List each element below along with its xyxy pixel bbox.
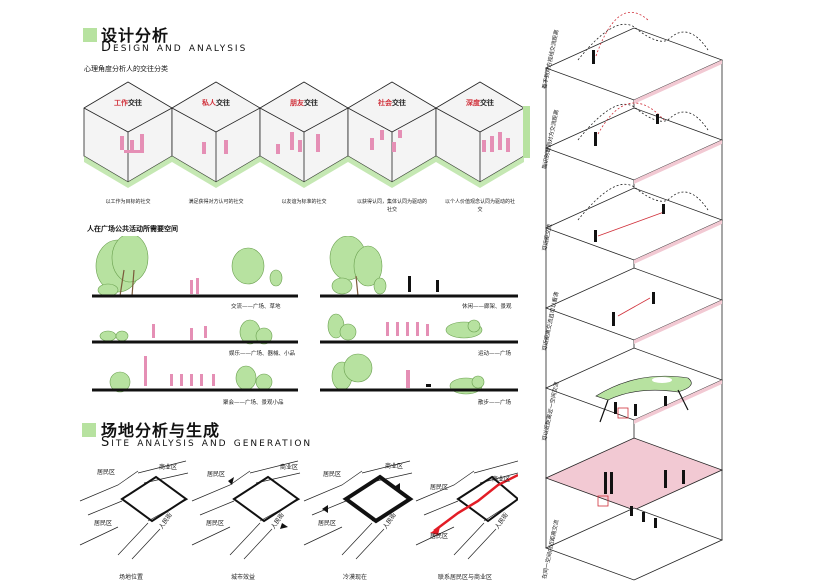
hex-caption-work: 以工作为目标的社交 (105, 199, 151, 205)
design-title-cn: 设计分析 (101, 26, 170, 45)
hex-caption-private: 满足获得对方认可的社交 (188, 199, 244, 205)
label-residential: 居民区 (318, 520, 337, 527)
design-subtitle: 心理角度分析人的交往分类 (84, 65, 168, 73)
hex-unit (83, 81, 173, 188)
hex-label-friend: 朋友交往 (290, 99, 318, 107)
hex-caption-friend: 以友谊为标准的社交 (281, 199, 327, 205)
activity-caption-exchange: 交流——广场、草地 (231, 304, 281, 310)
activity-title: 人在广场公共活动所需要空间 (87, 225, 178, 233)
label-commercial: 商业区 (385, 463, 404, 470)
section-marker (83, 28, 97, 42)
site-caption-indifference: 冷漠现在 (342, 574, 367, 581)
label-residential: 居民区 (430, 484, 449, 491)
hex-caption-deep: 以个人价值观念认同为驱动的社交 (445, 199, 516, 213)
activity-caption-leisure: 休闲——廊架、景观 (462, 304, 512, 310)
label-residential: 居民区 (207, 471, 226, 478)
site-title-en: Site analysis and generation (101, 435, 313, 450)
hex-unit (347, 81, 437, 188)
label-residential: 居民区 (430, 533, 449, 540)
activity-caption-gathering: 聚会——广场、景观小品 (223, 400, 284, 406)
interaction-stack (544, 11, 724, 581)
site-caption-connect: 联系居民区与商业区 (437, 574, 492, 581)
activity-scenes (92, 236, 518, 395)
hex-unit (435, 81, 525, 188)
label-commercial: 商业区 (492, 476, 511, 483)
site-plans (79, 460, 518, 560)
label-residential: 居民区 (323, 471, 342, 478)
hex-label-private: 私人交往 (202, 99, 230, 107)
activity-caption-walk: 散步——广场 (478, 400, 512, 406)
site-caption-benefit: 城市效益 (230, 574, 255, 581)
hex-unit (259, 81, 349, 188)
hex-label-work: 工作交往 (114, 99, 142, 107)
label-residential: 居民区 (94, 520, 113, 527)
label-residential: 居民区 (97, 469, 116, 476)
site-caption-location: 场地位置 (118, 574, 143, 581)
hexagon-row (83, 81, 530, 188)
section-marker (82, 423, 96, 437)
label-residential: 居民区 (206, 520, 225, 527)
hex-caption-social: 以获得认同，集体认同为驱动的社交 (357, 199, 428, 213)
site-title-cn: 场地分析与生成 (101, 421, 221, 440)
label-commercial: 商业区 (159, 464, 178, 471)
hex-label-social: 社会交往 (378, 99, 406, 107)
label-commercial: 商业区 (280, 464, 299, 471)
design-title-en: Design and analysis (101, 40, 248, 55)
activity-caption-entertainment: 娱乐——广场、器械、小品 (229, 351, 296, 357)
hex-unit (171, 81, 261, 188)
activity-caption-sport: 运动——广场 (478, 351, 512, 357)
hex-label-deep: 深度交往 (466, 99, 494, 107)
